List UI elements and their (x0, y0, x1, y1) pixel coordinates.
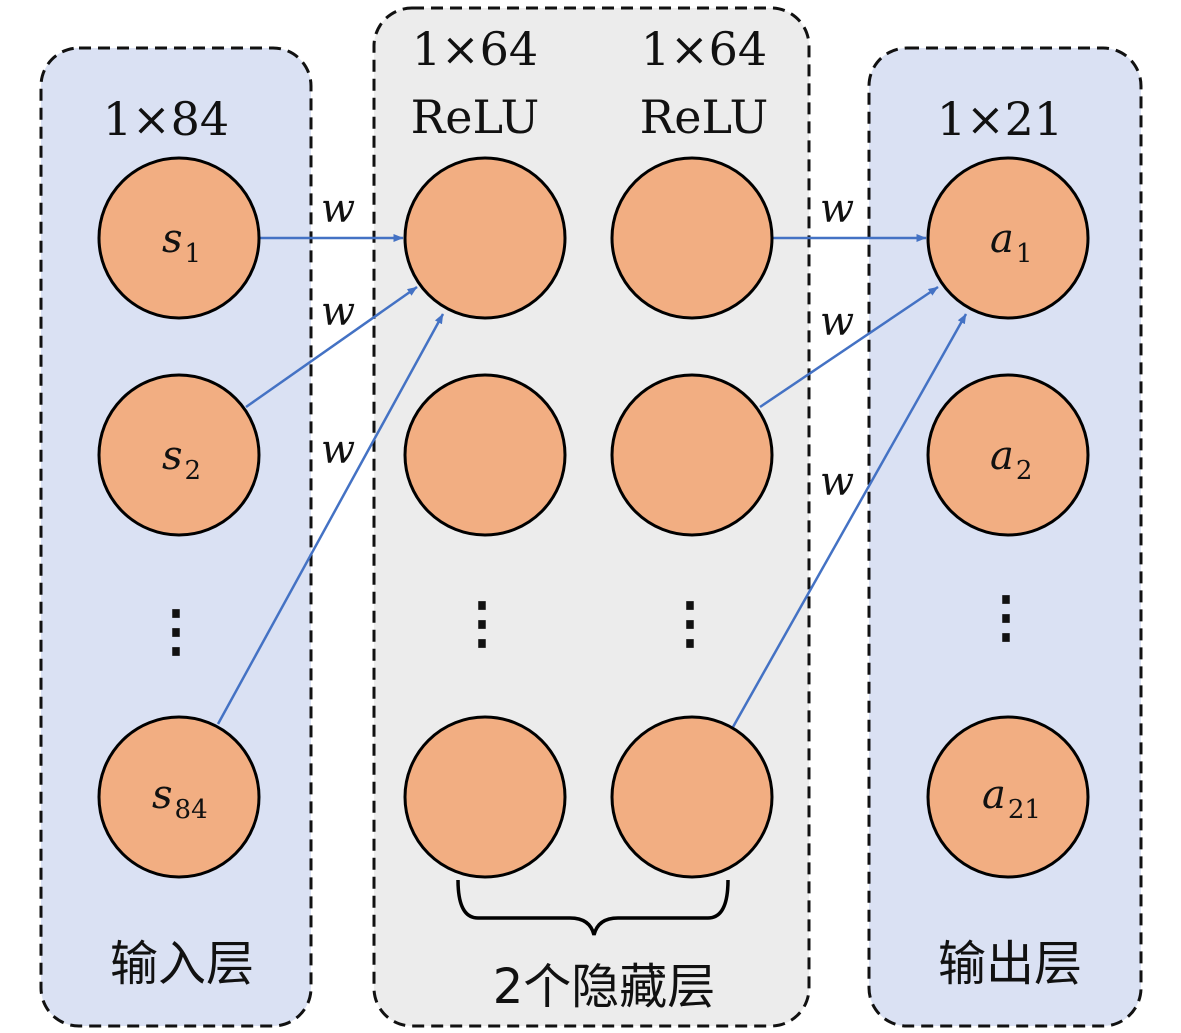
weight-label: w (820, 186, 854, 232)
output-node-2-label: a2 (990, 433, 1032, 486)
hidden2-node (610, 373, 774, 537)
input-ellipsis: ⋮ (148, 598, 204, 664)
input-dims-label: 1×84 (103, 92, 229, 146)
weight-label: w (820, 459, 854, 505)
output-node-21 (926, 715, 1090, 879)
weight-label: w (321, 186, 355, 232)
output-node-2 (926, 373, 1090, 537)
input-node-1 (97, 156, 261, 320)
output-node-21-label: a21 (982, 772, 1041, 825)
hidden1-node (403, 373, 567, 537)
input-node-1-label: s1 (162, 216, 201, 269)
hidden1-dims-label: 1×64 (412, 22, 538, 76)
input-layer-caption: 输入层 (110, 936, 254, 992)
input-node-84-label: s84 (152, 772, 208, 825)
hidden2-activation-label: ReLU (640, 90, 769, 144)
hidden2-node (610, 715, 774, 879)
input-node-2 (97, 373, 261, 537)
weight-arrow-h2b-a1 (759, 285, 939, 409)
weight-arrow-s84-h1 (216, 313, 445, 725)
output-node-1 (926, 156, 1090, 320)
output-layer-caption: 输出层 (938, 936, 1082, 992)
weight-label: w (820, 299, 854, 345)
hidden1-ellipsis: ⋮ (454, 590, 510, 656)
input-node-84 (97, 715, 261, 879)
weight-label: w (321, 427, 355, 473)
hidden2-ellipsis: ⋮ (662, 590, 718, 656)
output-node-1-label: a1 (990, 216, 1032, 269)
hidden1-activation-label: ReLU (411, 90, 540, 144)
hidden1-node (403, 715, 567, 879)
hidden1-node (403, 156, 567, 320)
hidden-layers-caption: 2个隐藏层 (493, 959, 716, 1015)
weight-arrow-s2-h1 (245, 285, 418, 409)
weight-label: w (321, 289, 355, 335)
output-ellipsis: ⋮ (978, 584, 1034, 650)
hidden-layers-brace (456, 879, 730, 936)
hidden2-node (610, 156, 774, 320)
weight-arrow-h2last-a1 (731, 313, 968, 728)
output-dims-label: 1×21 (937, 92, 1063, 146)
input-node-2-label: s2 (162, 433, 201, 486)
hidden2-dims-label: 1×64 (641, 22, 767, 76)
